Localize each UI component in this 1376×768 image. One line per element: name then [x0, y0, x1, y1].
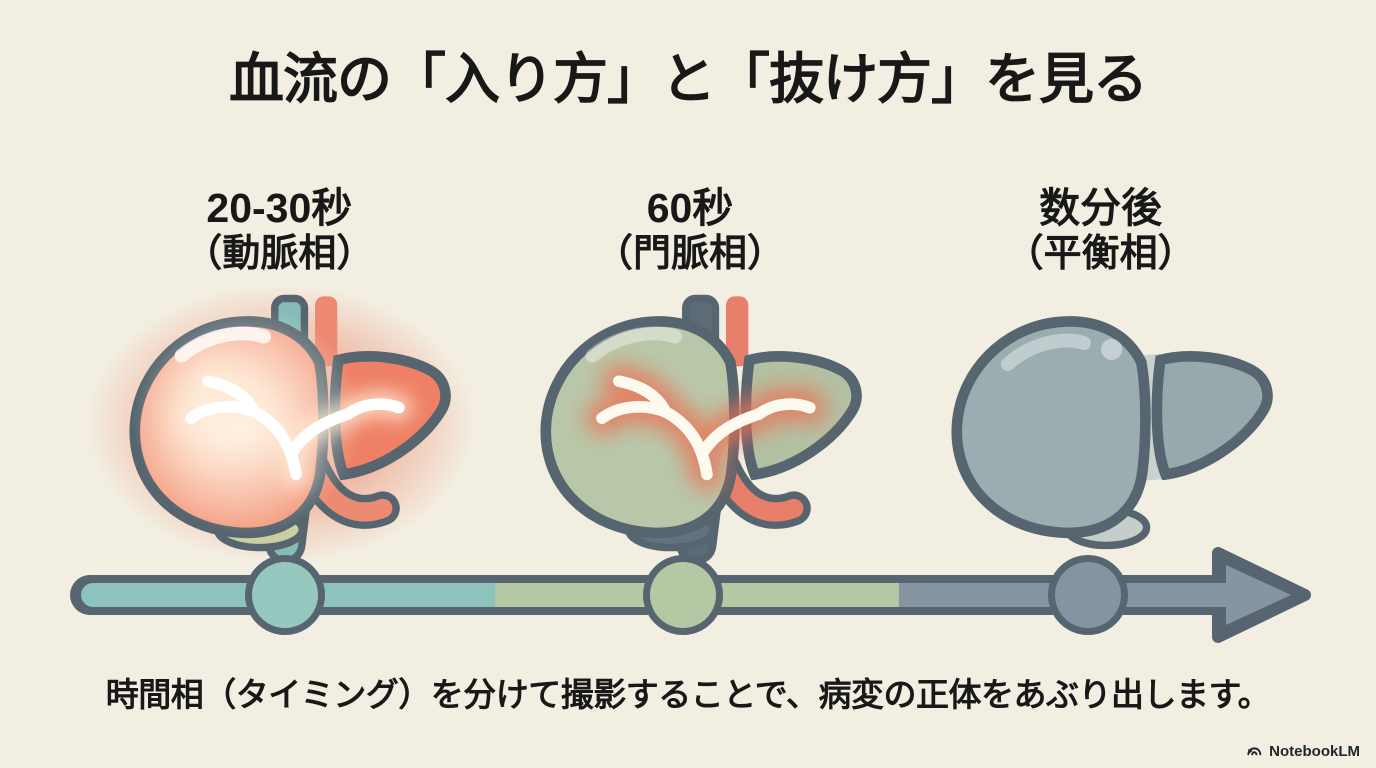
liver-highlight-dot — [1100, 338, 1122, 360]
notebooklm-label: NotebookLM — [1269, 743, 1360, 760]
phase-time-label: 数分後 — [1039, 185, 1163, 231]
timeline-arrowhead — [1226, 565, 1291, 625]
hepatic-artery-top — [726, 296, 749, 367]
liver-illustrations-row — [0, 283, 1376, 565]
liver-highlight — [174, 326, 272, 363]
header: 血流の「入り方」と「抜け方」を見る — [0, 34, 1376, 114]
timeline-arrow — [70, 547, 1311, 643]
page-title: 血流の「入り方」と「抜け方」を見る — [228, 48, 1148, 110]
timeline-node-equilibrium — [1055, 562, 1121, 628]
liver-highlight — [585, 326, 683, 363]
phase-labels-row: 20-30秒 （動脈相） 60秒 （門脈相） 数分後 （平衡相） — [0, 184, 1376, 277]
phase-label-equilibrium: 数分後 （平衡相） — [895, 184, 1306, 277]
liver-portal-illustration — [540, 294, 862, 565]
liver-left-lobe — [951, 316, 1151, 539]
phase-label-arterial: 20-30秒 （動脈相） — [74, 184, 485, 277]
liver-arterial-illustration — [86, 283, 477, 565]
liver-highlight — [1000, 333, 1091, 372]
liver-cell-equilibrium — [895, 290, 1306, 555]
phase-time-label: 20-30秒 — [206, 185, 353, 231]
notebooklm-watermark: NotebookLM — [1245, 742, 1360, 761]
liver-cell-portal — [485, 290, 896, 565]
liver-cell-arterial — [74, 283, 485, 565]
timeline-node-portal — [650, 562, 716, 628]
liver-equilibrium-illustration — [951, 316, 1273, 550]
notebooklm-icon — [1247, 747, 1262, 756]
footer-caption: 時間相（タイミング）を分けて撮影することで、病変の正体をあぶり出します。 — [0, 668, 1376, 716]
timeline — [0, 543, 1376, 655]
liver-right-lobe — [1151, 351, 1273, 481]
liver-left-lobe — [540, 316, 740, 539]
phase-name-label: （動脈相） — [184, 233, 375, 276]
phase-name-label: （門脈相） — [594, 233, 785, 276]
phase-time-label: 60秒 — [646, 185, 734, 231]
timeline-node-arterial — [252, 562, 318, 628]
caption-text: 時間相（タイミング）を分けて撮影することで、病変の正体をあぶり出します。 — [105, 676, 1271, 713]
phase-label-portal: 60秒 （門脈相） — [485, 184, 896, 277]
phase-name-label: （平衡相） — [1005, 233, 1196, 276]
